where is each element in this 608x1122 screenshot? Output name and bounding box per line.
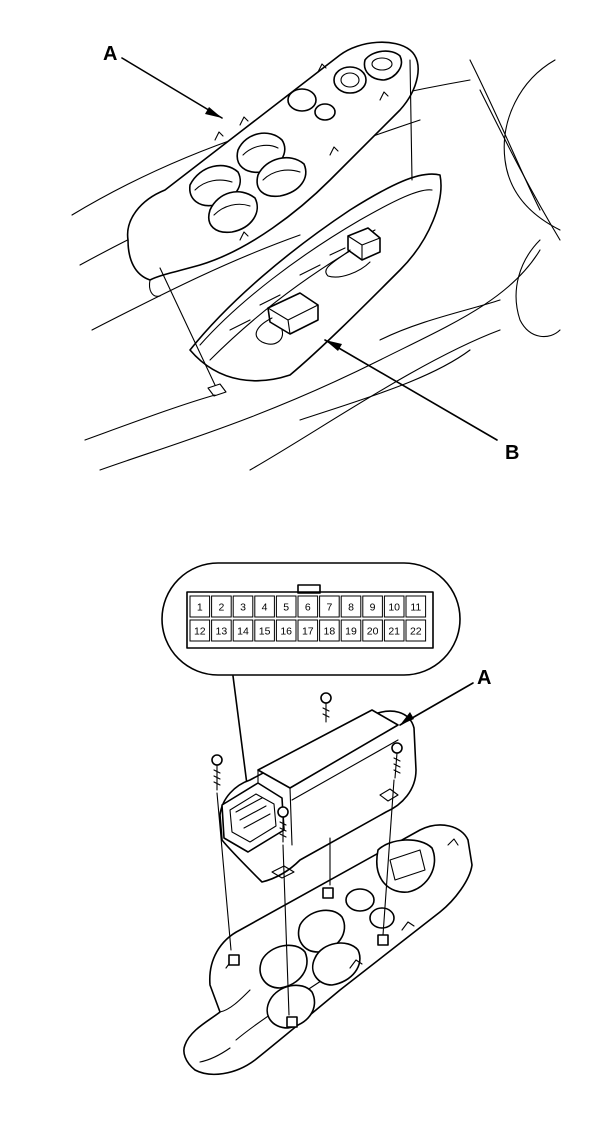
pin-cell (297, 619, 319, 642)
pin-number: 13 (216, 625, 228, 637)
pin-number: 19 (345, 625, 357, 637)
screw (277, 806, 290, 1016)
pin-number: 6 (305, 601, 311, 613)
switch-assembly-exploded (183, 692, 473, 1076)
pin-cell (254, 595, 275, 618)
pin-number: 16 (280, 625, 292, 637)
pin-cell (275, 595, 297, 618)
pin-cell (189, 619, 211, 642)
pin-number: 7 (326, 601, 332, 613)
pin-number: 3 (240, 601, 246, 613)
pin-number: 4 (262, 601, 268, 613)
callout-a-top: A (103, 43, 117, 65)
pin-cell (405, 595, 427, 618)
pin-cell (319, 619, 340, 642)
pin-cell (232, 595, 254, 618)
pin-cell (383, 619, 405, 642)
leader-lines-top (121, 57, 498, 441)
pin-cell (232, 619, 254, 642)
pin-cell (340, 595, 362, 618)
pin-number: 22 (410, 625, 422, 637)
pin-cell (189, 595, 211, 618)
pin-number: 1 (197, 601, 203, 613)
pin-cell (340, 619, 362, 642)
screw (211, 754, 232, 951)
pin-number: 2 (218, 601, 224, 613)
pin-cell (405, 619, 427, 642)
pin-number: 12 (194, 625, 206, 637)
pin-cell (211, 595, 232, 618)
pin-number: 11 (410, 601, 421, 613)
pin-cell (362, 595, 383, 618)
screw (382, 742, 403, 936)
pin-number: 20 (367, 625, 379, 637)
pin-cell (254, 619, 275, 642)
pin-cell (362, 619, 383, 642)
pin-number: 10 (388, 601, 400, 613)
callout-a-bottom: A (477, 667, 491, 689)
pin-number: 9 (370, 601, 376, 613)
pin-number: 15 (259, 625, 271, 637)
pin-cell (319, 595, 340, 618)
pin-cell (275, 619, 297, 642)
pin-number: 17 (302, 625, 314, 637)
door-panel-illustration (71, 41, 561, 471)
pin-cell (297, 595, 319, 618)
pin-number: 14 (237, 625, 249, 637)
pin-number: 21 (388, 625, 400, 637)
pin-number: 8 (348, 601, 354, 613)
pin-cell (383, 595, 405, 618)
pin-number: 5 (283, 601, 289, 613)
screw (320, 692, 332, 723)
pin-cell (211, 619, 232, 642)
callout-b: B (505, 442, 519, 464)
pin-number: 18 (324, 625, 336, 637)
